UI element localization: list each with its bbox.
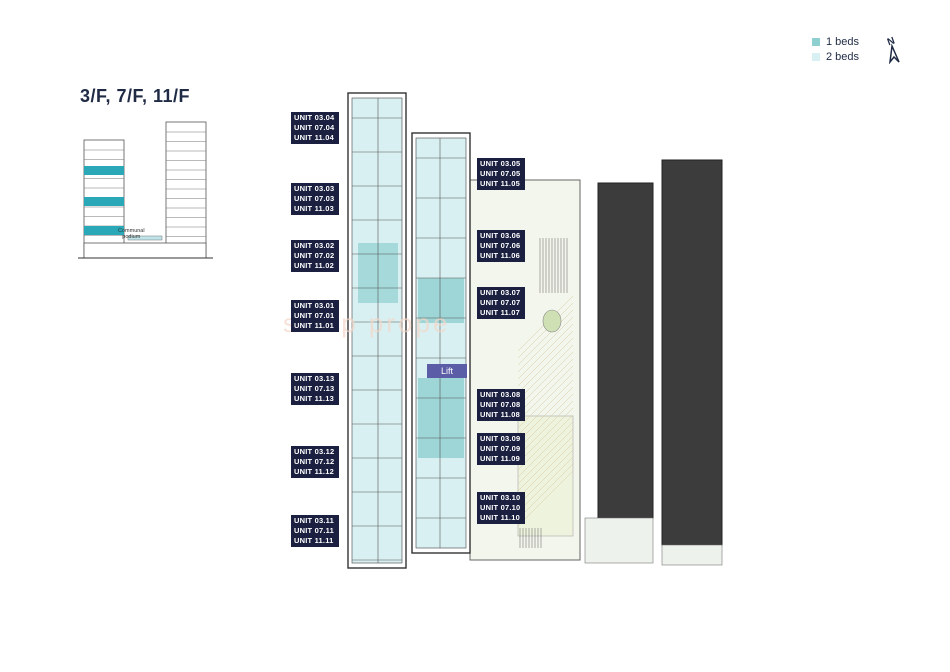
unit-label: UNIT 07.02: [294, 251, 335, 260]
unit-label: UNIT 03.07: [480, 288, 521, 297]
unit-label: UNIT 07.09: [480, 444, 521, 453]
legend-item-2bed: 2 beds: [812, 49, 859, 64]
unit-label: UNIT 11.01: [294, 321, 334, 330]
unit-label: UNIT 03.11: [294, 516, 334, 525]
legend-swatch-2bed: [812, 52, 820, 61]
unit-label: UNIT 11.04: [294, 133, 334, 142]
unit-label: UNIT 11.02: [294, 261, 334, 270]
unit-label: UNIT 07.12: [294, 457, 335, 466]
highlighted-floors: [84, 166, 124, 235]
unit-label: UNIT 07.08: [480, 400, 521, 409]
unit-label: UNIT 11.07: [480, 308, 520, 317]
north-arrow-icon: N: [886, 35, 900, 64]
unit-label: UNIT 03.10: [480, 493, 521, 502]
unit-label: UNIT 11.03: [294, 204, 334, 213]
unit-label: UNIT 07.06: [480, 241, 521, 250]
lift-label: Lift: [427, 364, 467, 378]
unit-label: UNIT 07.05: [480, 169, 521, 178]
legend-swatch-1bed: [812, 37, 820, 46]
unit-label: UNIT 07.04: [294, 123, 335, 132]
legend-label-2bed: 2 beds: [826, 50, 860, 63]
unit-label: UNIT 03.08: [480, 390, 521, 399]
unit-label: UNIT 03.03: [294, 184, 335, 193]
legend-item-1bed: 1 beds: [812, 34, 859, 49]
legend: 1 beds 2 beds: [812, 34, 859, 64]
building-section-diagram: [78, 121, 213, 259]
unit-label: UNIT 07.10: [480, 503, 521, 512]
unit-label: UNIT 03.12: [294, 447, 335, 456]
unit-label: UNIT 07.03: [294, 194, 335, 203]
unit-label: UNIT 07.11: [294, 526, 334, 535]
floor-plan-drawing: [347, 92, 723, 569]
communal-label-line-1: Communal: [118, 228, 145, 234]
unit-label: UNIT 07.07: [480, 298, 521, 307]
unit-label: UNIT 07.01: [294, 311, 335, 320]
compass-label: N: [886, 35, 897, 48]
unit-label: UNIT 03.01: [294, 301, 335, 310]
unit-label: UNIT 07.13: [294, 384, 335, 393]
unit-label: UNIT 11.09: [480, 454, 520, 463]
floor-title: 3/F, 7/F, 11/F: [80, 86, 191, 106]
tree-icon: [542, 309, 562, 333]
unit-label: UNIT 11.12: [294, 467, 334, 476]
unit-label: UNIT 03.13: [294, 374, 335, 383]
unit-label: UNIT 03.04: [294, 113, 335, 122]
unit-label: UNIT 11.10: [480, 513, 520, 522]
unit-label: UNIT 03.05: [480, 159, 521, 168]
unit-label: UNIT 03.02: [294, 241, 335, 250]
unit-label: UNIT 03.06: [480, 231, 521, 240]
communal-podium-label: Communal podium: [118, 228, 145, 240]
unit-label: UNIT 11.08: [480, 410, 520, 419]
unit-label: UNIT 11.13: [294, 394, 334, 403]
legend-label-1bed: 1 beds: [826, 35, 860, 48]
unit-label: UNIT 11.11: [294, 536, 334, 545]
unit-label: UNIT 11.05: [480, 179, 520, 188]
communal-label-line-2: podium: [122, 234, 141, 240]
unit-label: UNIT 11.06: [480, 251, 520, 260]
unit-label: UNIT 03.09: [480, 434, 521, 443]
